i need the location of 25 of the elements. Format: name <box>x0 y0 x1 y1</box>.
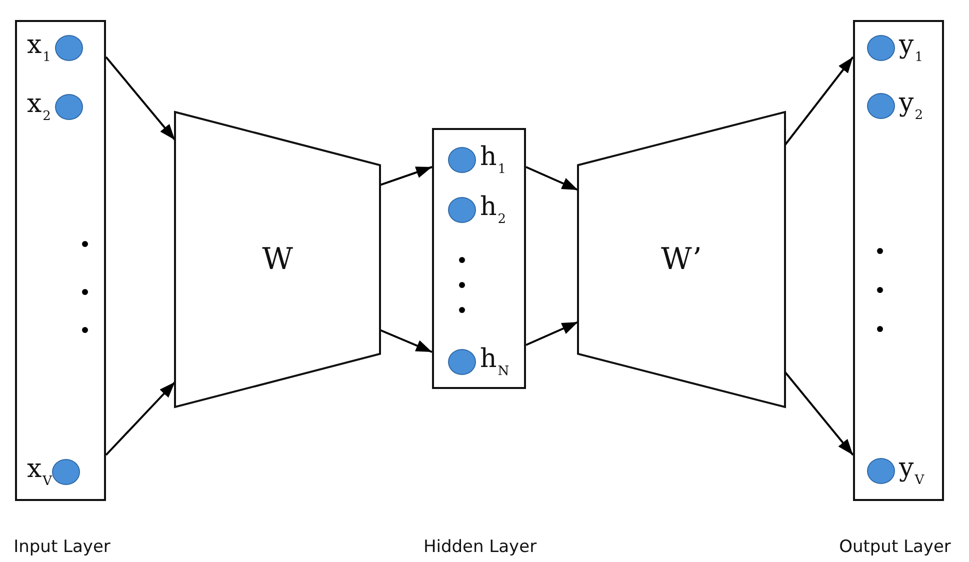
weight-label: W’ <box>661 242 702 277</box>
neuron-label: x$_{2}$ <box>27 91 51 123</box>
arrow <box>784 371 854 456</box>
arrow <box>105 56 176 141</box>
neuron-label: h$_{N}$ <box>480 346 510 378</box>
neuron-label: y$_{1}$ <box>899 32 923 64</box>
neuron-label: x$_{1}$ <box>27 32 51 64</box>
arrow <box>380 329 432 353</box>
layer-box <box>432 128 526 389</box>
neuron-label: h$_{2}$ <box>480 194 506 226</box>
neuron-label: y$_{2}$ <box>899 90 923 122</box>
layer-caption: Input Layer <box>14 537 110 557</box>
layer-box <box>853 20 944 501</box>
neuron-label: y$_{V}$ <box>899 455 924 487</box>
arrow <box>526 166 578 191</box>
layer-box <box>15 20 106 501</box>
arrow <box>526 321 578 346</box>
weight-label: W <box>262 242 293 277</box>
neuron-label: h$_{1}$ <box>480 144 506 176</box>
arrow <box>380 166 432 186</box>
neuron-label: x$_{V}$ <box>27 456 52 488</box>
arrow <box>784 56 854 146</box>
layer-caption: Hidden Layer <box>423 537 537 557</box>
layer-caption: Output Layer <box>839 537 951 557</box>
arrow <box>105 381 176 456</box>
